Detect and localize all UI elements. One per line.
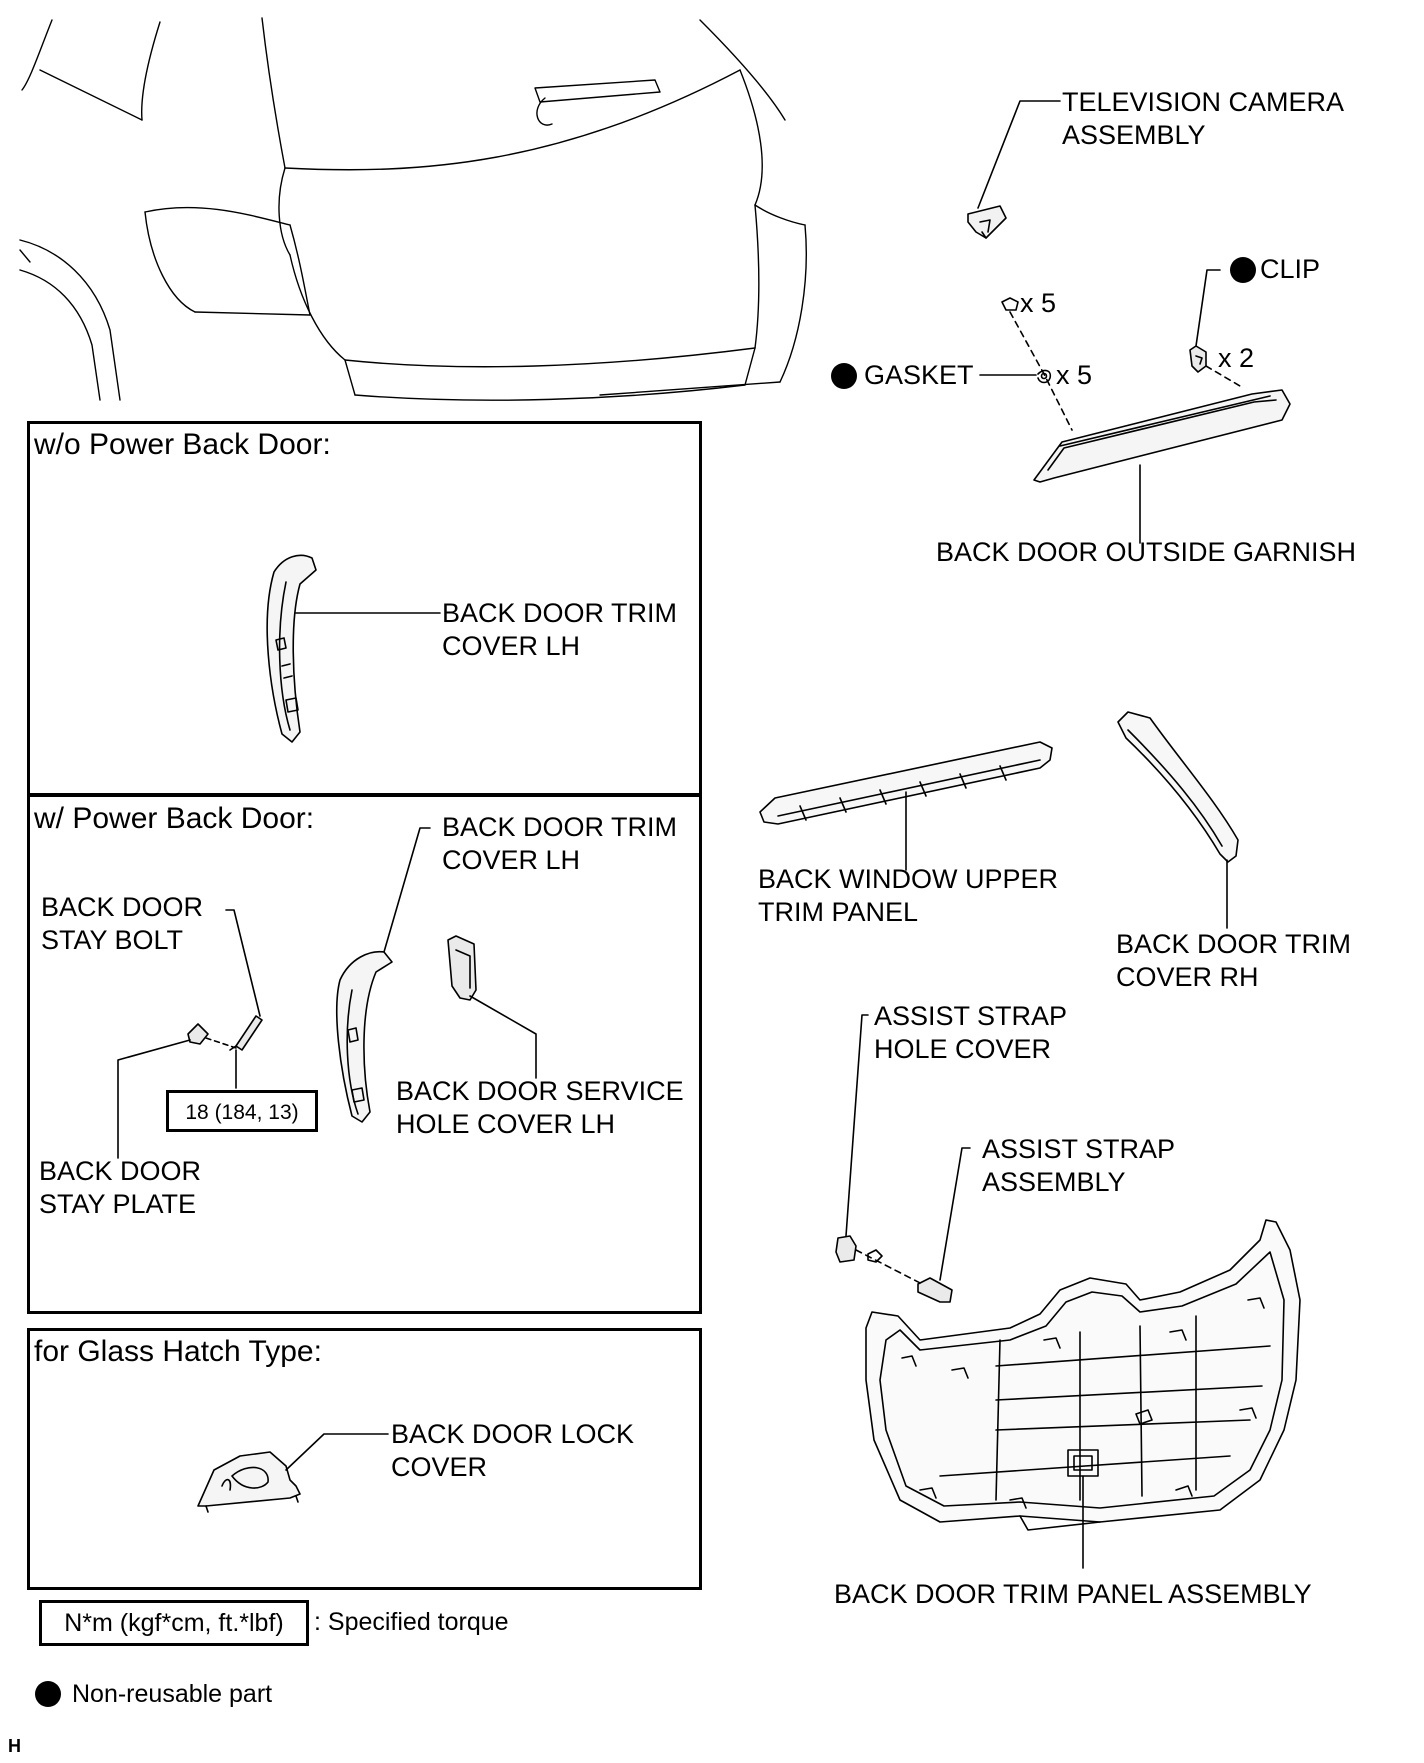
- assist-strap-part: [917, 1277, 953, 1303]
- label-clip: CLIP: [1260, 254, 1321, 284]
- label-upper-trim-panel-1: BACK WINDOW UPPER: [758, 864, 1059, 894]
- outside-garnish-part: [1033, 389, 1291, 483]
- trim-cover-rh-part: [1117, 711, 1239, 863]
- label-television-camera-1: TELEVISION CAMERA: [1062, 87, 1345, 117]
- lock-cover-part: [197, 1451, 301, 1513]
- label-w-trim-cover-lh-2: COVER LH: [442, 845, 581, 875]
- label-assist-strap-hole-cover-2: HOLE COVER: [874, 1034, 1052, 1064]
- legend-nonreusable-text: Non-reusable part: [72, 1680, 273, 1708]
- label-service-hole-cover-1: BACK DOOR SERVICE: [396, 1076, 684, 1106]
- wo-power-trim-cover-lh-part: [266, 554, 317, 743]
- stay-plate-leader: [117, 1039, 191, 1159]
- panel-w-power-back-door: [27, 794, 702, 1314]
- label-qty-x2-clip: x 2: [1218, 343, 1255, 373]
- assist-strap-dash-line: [855, 1249, 923, 1285]
- label-service-hole-cover-2: HOLE COVER LH: [396, 1109, 616, 1139]
- label-outside-garnish: BACK DOOR OUTSIDE GARNISH: [936, 537, 1357, 567]
- w-power-trim-cover-lh-part: [336, 950, 393, 1123]
- label-qty-x5-nut: x 5: [1020, 288, 1057, 318]
- label-assist-strap-hole-cover-1: ASSIST STRAP: [874, 1001, 1068, 1031]
- assist-strap-leader: [939, 1147, 971, 1281]
- television-camera-part: [967, 205, 1007, 239]
- clip-dash-line: [1205, 365, 1241, 387]
- panel-heading-w-power: w/ Power Back Door:: [34, 802, 315, 835]
- label-upper-trim-panel-2: TRIM PANEL: [758, 897, 919, 927]
- clip-part: [1189, 345, 1207, 373]
- service-hole-cover-part: [447, 935, 477, 1001]
- upper-trim-panel-part: [759, 741, 1053, 825]
- label-stay-bolt-1: BACK DOOR: [41, 892, 204, 922]
- corner-mark: H: [8, 1736, 21, 1756]
- stay-dash-line: [205, 1037, 237, 1049]
- lock-cover-leader: [285, 1433, 389, 1471]
- label-qty-x5-gasket: x 5: [1056, 360, 1093, 390]
- nonreusable-marker-clip: [1230, 257, 1256, 283]
- panel-glass-hatch: [27, 1328, 702, 1590]
- legend-nonreusable-dot: [35, 1681, 61, 1707]
- vehicle-rear-illustration: [19, 17, 807, 401]
- camera-leader: [977, 100, 1061, 209]
- label-trim-cover-rh-2: COVER RH: [1116, 962, 1259, 992]
- label-lock-cover-1: BACK DOOR LOCK: [391, 1419, 635, 1449]
- label-w-trim-cover-lh-1: BACK DOOR TRIM: [442, 812, 678, 842]
- trim-panel-assembly-part: [865, 1219, 1301, 1531]
- fastener-dash-line: [1009, 311, 1073, 431]
- nonreusable-marker-gasket: [831, 363, 857, 389]
- garnish-nut-x5: [1001, 297, 1019, 311]
- label-assist-strap-assembly-2: ASSEMBLY: [982, 1167, 1126, 1197]
- clip-leader: [1195, 269, 1221, 347]
- label-assist-strap-assembly-1: ASSIST STRAP: [982, 1134, 1176, 1164]
- panel-heading-wo-power: w/o Power Back Door:: [34, 428, 331, 461]
- torque-value-box: 18 (184, 13): [166, 1090, 318, 1132]
- w-power-trim-cover-leader: [383, 827, 431, 953]
- legend-torque-units-box: N*m (kgf*cm, ft.*lbf): [39, 1600, 309, 1646]
- service-hole-leader: [469, 995, 537, 1079]
- label-lock-cover-2: COVER: [391, 1452, 488, 1482]
- label-wo-trim-cover-lh-2: COVER LH: [442, 631, 581, 661]
- assist-strap-screw: [867, 1249, 883, 1263]
- panel-heading-glass-hatch: for Glass Hatch Type:: [34, 1335, 322, 1368]
- label-stay-bolt-2: STAY BOLT: [41, 925, 184, 955]
- gasket-part: [1037, 369, 1052, 384]
- label-gasket: GASKET: [864, 360, 974, 390]
- label-trim-cover-rh-1: BACK DOOR TRIM: [1116, 929, 1352, 959]
- label-wo-trim-cover-lh-1: BACK DOOR TRIM: [442, 598, 678, 628]
- legend-torque-text: : Specified torque: [314, 1608, 509, 1636]
- label-stay-plate-1: BACK DOOR: [39, 1156, 202, 1186]
- label-stay-plate-2: STAY PLATE: [39, 1189, 197, 1219]
- label-television-camera-2: ASSEMBLY: [1062, 120, 1206, 150]
- stay-bolt-part: [229, 1015, 263, 1051]
- hole-cover-leader: [845, 1014, 869, 1237]
- stay-bolt-leader: [225, 909, 261, 1017]
- label-trim-panel-assembly: BACK DOOR TRIM PANEL ASSEMBLY: [834, 1579, 1312, 1609]
- assist-strap-hole-cover-part: [835, 1235, 857, 1263]
